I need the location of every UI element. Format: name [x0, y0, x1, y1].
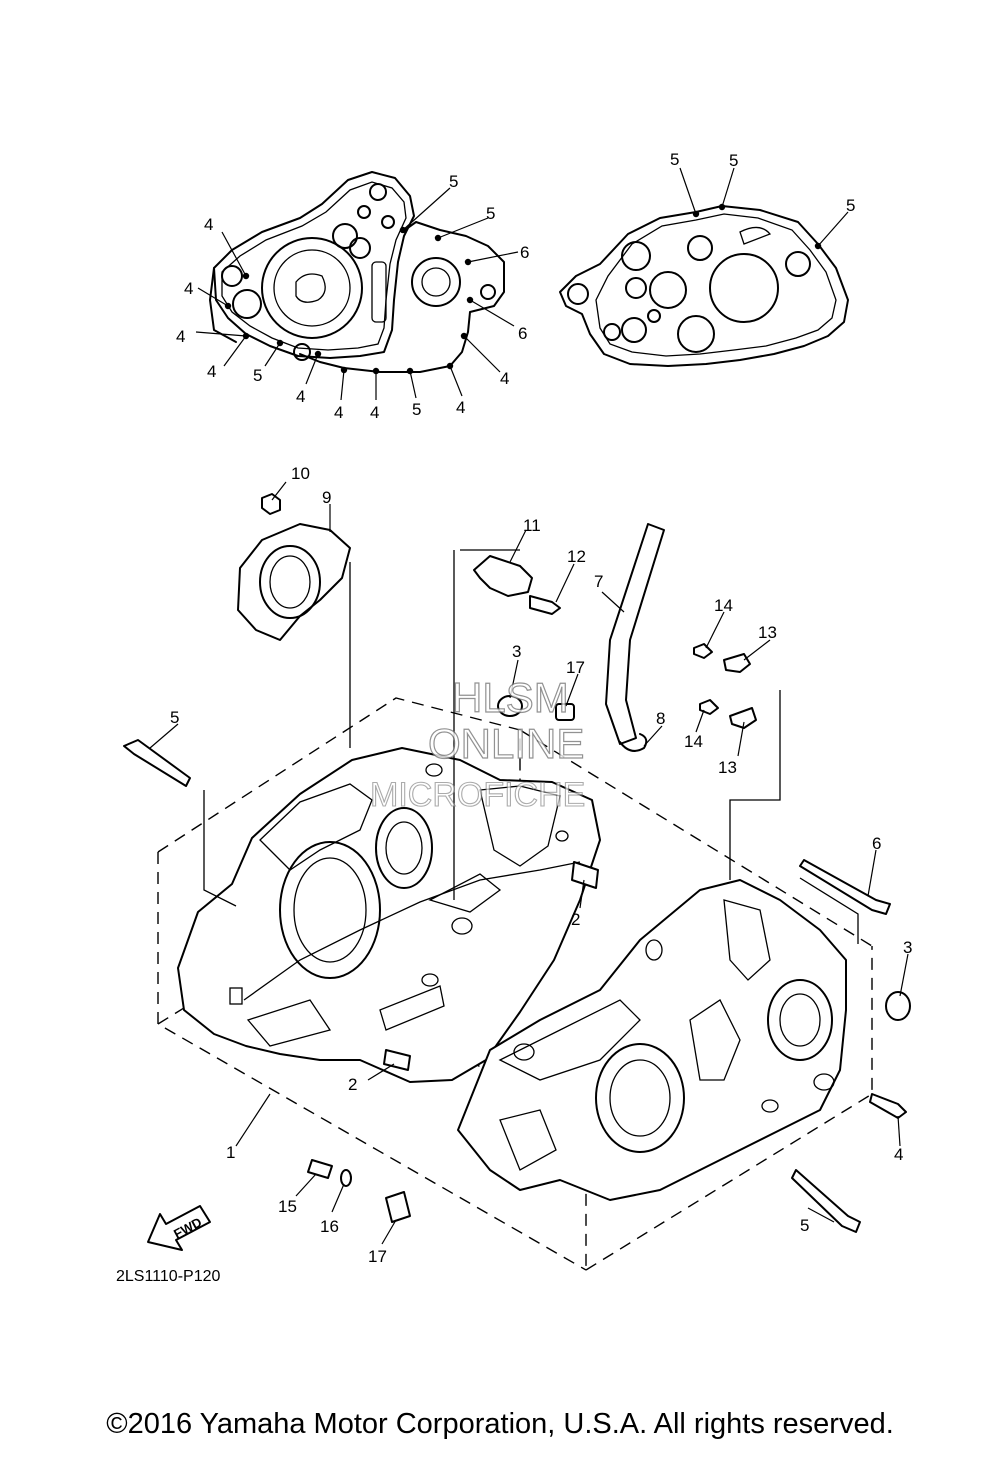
diagram-code: 2LS1110-P120: [116, 1268, 220, 1285]
callout-number: 4: [296, 387, 305, 406]
callout-number: 5: [486, 204, 495, 223]
callout-number: 3: [903, 938, 912, 957]
watermark-line1: HLSM: [452, 674, 569, 721]
watermark-line3: MICROFICHE: [370, 776, 585, 814]
callout-number: 12: [567, 547, 586, 566]
callout-number: 15: [278, 1197, 297, 1216]
callout-number: 4: [456, 398, 465, 417]
part-callout-numbers: 1 2 2 3 3 4 5 5 6 7 8 9 10 11 12 13 13 1…: [170, 464, 912, 1266]
callout-number: 13: [758, 623, 777, 642]
callout-number: 1: [226, 1143, 235, 1162]
callout-number: 3: [512, 642, 521, 661]
watermark-line2: ONLINE: [428, 720, 584, 767]
callout-number: 4: [334, 403, 343, 422]
callout-number: 5: [670, 150, 679, 169]
callout-number: 5: [800, 1216, 809, 1235]
part-leader-lines: [149, 481, 909, 1245]
callout-number: 4: [204, 215, 213, 234]
callout-number: 6: [518, 324, 527, 343]
callout-number: 5: [846, 196, 855, 215]
copyright-notice: ©2016 Yamaha Motor Corporation, U.S.A. A…: [106, 1408, 894, 1440]
right-case-gasket-view: [559, 205, 849, 367]
callout-number: 6: [872, 834, 881, 853]
callout-number: 13: [718, 758, 737, 777]
watermark: HLSM ONLINE MICROFICHE: [369, 673, 585, 814]
callout-number: 2: [571, 910, 580, 929]
callout-number: 5: [729, 151, 738, 170]
callout-number: 14: [714, 596, 733, 615]
right-crankcase-half: [457, 879, 847, 1201]
callout-number: 4: [370, 403, 379, 422]
fwd-arrow: FWD: [147, 1205, 211, 1251]
callout-number: 2: [348, 1075, 357, 1094]
callout-number: 5: [412, 400, 421, 419]
callout-number: 5: [253, 366, 262, 385]
gasket-callout-numbers: 4 4 4 4 5 4 4 4 5 4 4 6 6 5 5 5 5 5: [176, 150, 855, 422]
callout-number: 10: [291, 464, 310, 483]
callout-number: 17: [566, 658, 585, 677]
left-crankcase-half: [177, 747, 601, 1083]
callout-number: 4: [176, 327, 185, 346]
callout-number: 4: [500, 369, 509, 388]
callout-number: 5: [170, 708, 179, 727]
callout-number: 7: [594, 572, 603, 591]
callout-number: 8: [656, 709, 665, 728]
small-parts: [123, 493, 911, 1233]
callout-number: 11: [523, 516, 541, 535]
callout-number: 17: [368, 1247, 387, 1266]
callout-number: 14: [684, 732, 703, 751]
callout-number: 9: [322, 488, 331, 507]
callout-number: 4: [894, 1145, 903, 1164]
gasket-leader-lines: [195, 167, 849, 401]
left-case-gasket-view: [209, 171, 505, 373]
callout-number: 5: [449, 172, 458, 191]
callout-number: 4: [207, 362, 216, 381]
callout-number: 16: [320, 1217, 339, 1236]
callout-number: 6: [520, 243, 529, 262]
callout-number: 4: [184, 279, 193, 298]
